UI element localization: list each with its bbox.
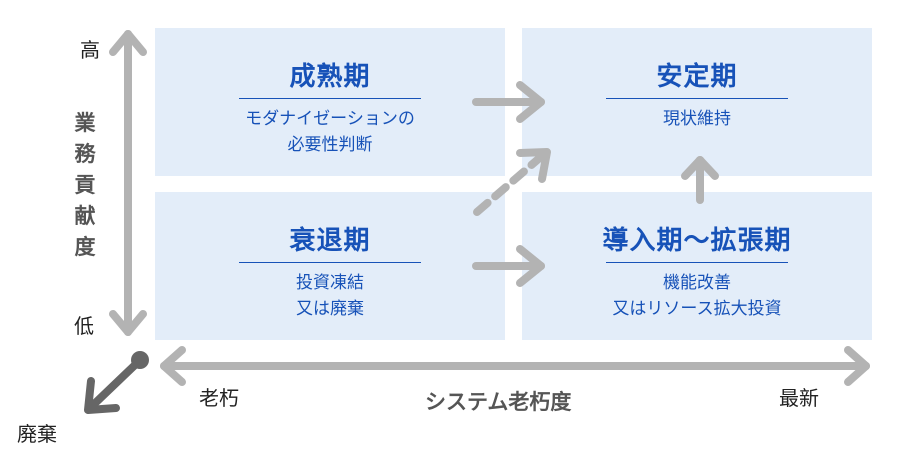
arrow-up-icon [681, 156, 719, 204]
axis-title-char: 献 [74, 204, 96, 228]
desc-line: 機能改善 [663, 273, 731, 293]
quadrant-stable: 安定期 現状維持 [522, 28, 872, 176]
axis-title-char: 務 [74, 142, 96, 166]
vertical-axis-title: 業 務 貢 献 度 [70, 108, 100, 263]
horizontal-axis-title: システム老朽度 [425, 390, 572, 414]
horizontal-axis-arrow-icon [160, 346, 870, 386]
quadrant-title: 安定期 [656, 62, 738, 92]
quadrant-decline: 衰退期 投資凍結 又は廃棄 [155, 192, 505, 340]
quadrant-description: 投資凍結 又は廃棄 [155, 270, 505, 322]
desc-line: 投資凍結 [296, 273, 364, 293]
desc-line: 現状維持 [663, 109, 731, 129]
discard-arrow-icon [84, 351, 149, 414]
vertical-axis-low-label: 低 [74, 314, 94, 338]
desc-line: モダナイゼーションの [245, 109, 415, 129]
divider [606, 262, 788, 263]
divider [239, 98, 421, 99]
desc-line: 又は廃棄 [296, 299, 364, 319]
divider [239, 262, 421, 263]
axis-title-char: 貢 [74, 173, 96, 197]
quadrant-title: 成熟期 [289, 62, 371, 92]
axis-title-char: 度 [74, 235, 96, 259]
quadrant-maturity: 成熟期 モダナイゼーションの 必要性判断 [155, 28, 505, 176]
axis-title-char: 業 [74, 111, 96, 135]
quadrant-description: 機能改善 又はリソース拡大投資 [522, 270, 872, 322]
divider [606, 98, 788, 99]
horizontal-axis-left-label: 老朽 [199, 386, 239, 410]
arrow-right-icon [472, 81, 545, 123]
horizontal-axis-right-label: 最新 [779, 386, 819, 410]
discard-label: 廃棄 [17, 422, 57, 446]
quadrant-description: 現状維持 [522, 106, 872, 132]
vertical-axis-high-label: 高 [80, 38, 100, 62]
quadrant-title: 導入期～拡張期 [602, 226, 792, 256]
arrow-right-icon [472, 245, 545, 287]
quadrant-title: 衰退期 [289, 226, 371, 256]
quadrant-description: モダナイゼーションの 必要性判断 [155, 106, 505, 158]
quadrant-introduction-expansion: 導入期～拡張期 機能改善 又はリソース拡大投資 [522, 192, 872, 340]
arrow-diagonal-dashed-icon [473, 148, 551, 216]
vertical-axis-arrow-icon [109, 30, 147, 336]
desc-line: 必要性判断 [287, 135, 373, 155]
desc-line: 又はリソース拡大投資 [612, 299, 782, 319]
